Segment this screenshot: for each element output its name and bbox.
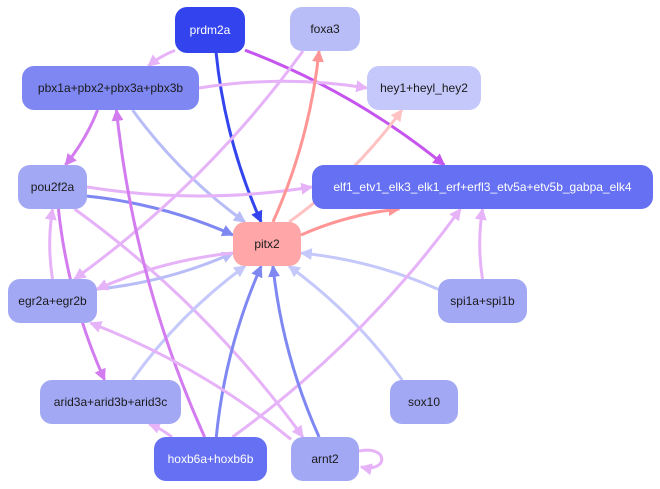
edge-pou2f2a-to-pitx2	[86, 194, 235, 237]
node-arid3a-arid3b-arid3c[interactable]: arid3a+arid3b+arid3c	[40, 380, 181, 424]
edge-pitx2-to-egr2a	[95, 251, 234, 291]
edge-egr2a-to-pou2f2a	[44, 207, 57, 280]
edge-arnt2-to-pitx2	[268, 264, 321, 438]
edge-pbx-to-pou2f2a	[64, 109, 100, 166]
node-arnt2[interactable]: arnt2	[291, 437, 359, 481]
edge-egr2a-to-pitx2	[96, 251, 235, 291]
node-pou2f2a[interactable]: pou2f2a	[18, 165, 87, 209]
node-foxa3[interactable]: foxa3	[290, 7, 360, 51]
edge-arnt2-to-arnt2	[358, 448, 384, 476]
node-pitx2[interactable]: pitx2	[233, 222, 301, 266]
node-egr2a-egr2b[interactable]: egr2a+egr2b	[8, 279, 97, 323]
edge-hoxb6a-to-pbx	[111, 108, 206, 438]
edge-pitx2-to-foxa3	[271, 49, 324, 223]
node-spi1a-spi1b[interactable]: spi1a+spi1b	[438, 279, 527, 323]
edge-arid3a-to-pitx2	[131, 264, 247, 381]
edge-arnt2-to-egr2a	[89, 321, 292, 441]
edge-pou2f2a-to-elf1	[86, 182, 314, 198]
edge-pbx-to-hey1	[198, 79, 369, 93]
edge-sox10-to-pitx2	[287, 264, 404, 381]
edge-hoxb6a-to-arid3a	[147, 422, 173, 439]
edge-spi1a-to-pitx2	[299, 248, 439, 291]
edge-pbx-to-pitx2	[131, 109, 246, 224]
node-elf1-etv1-elk3-elk1-erf[interactable]: elf1_etv1_elk3_elk1_erf+erfl3_etv5a+etv5…	[312, 165, 653, 209]
edge-pitx2-to-elf1	[300, 204, 401, 237]
edge-foxa3-to-egr2a	[73, 50, 305, 281]
node-prdm2a[interactable]: prdm2a	[175, 7, 245, 53]
node-hoxb6a-hoxb6b[interactable]: hoxb6a+hoxb6b	[154, 437, 267, 481]
node-hey1-heyl-hey2[interactable]: hey1+heyl_hey2	[367, 66, 481, 110]
node-pbx1a-pbx2-pbx3a-pbx3b[interactable]: pbx1a+pbx2+pbx3a+pbx3b	[22, 66, 199, 110]
node-sox10[interactable]: sox10	[390, 380, 458, 424]
edge-hoxb6a-to-elf1	[231, 208, 462, 439]
edge-prdm2a-to-pbx	[147, 49, 176, 68]
edge-hoxb6a-to-pitx2	[214, 264, 263, 438]
edge-spi1a-to-elf1	[474, 207, 487, 280]
edge-prdm2a-to-elf1	[244, 48, 446, 167]
